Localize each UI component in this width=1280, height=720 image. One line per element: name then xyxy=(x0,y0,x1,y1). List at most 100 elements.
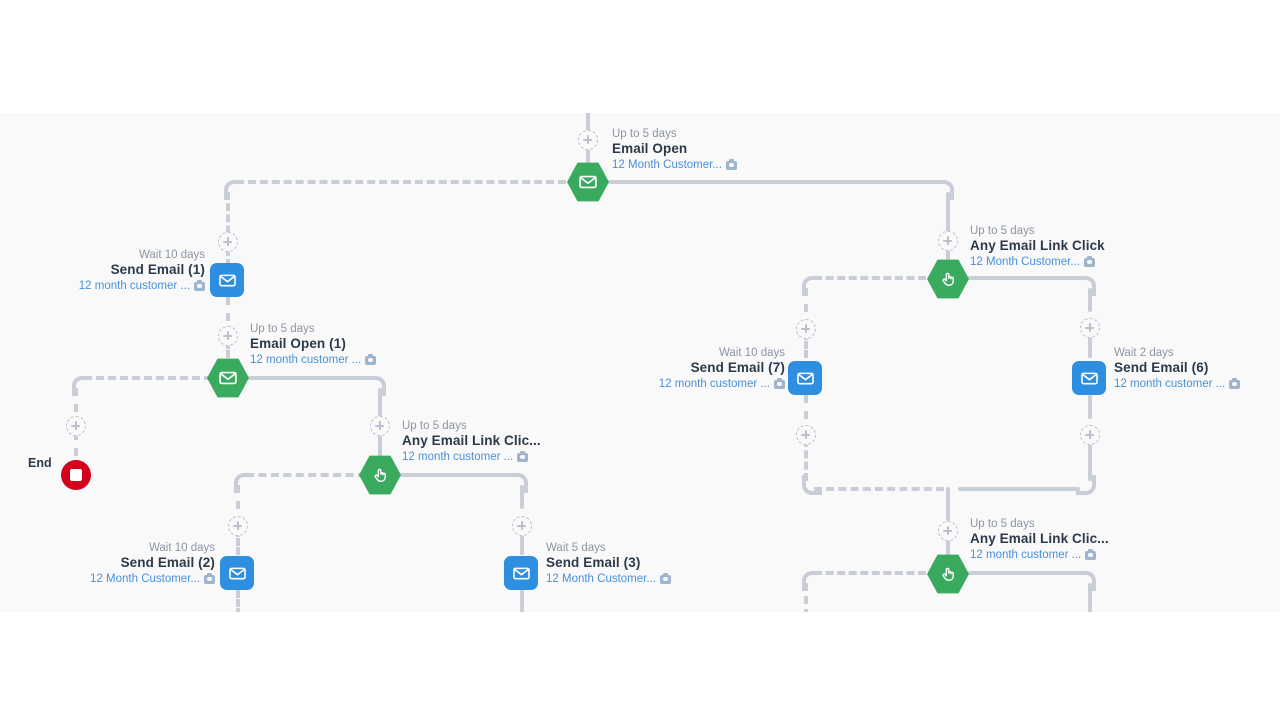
node-label-send-email-7: Wait 10 days Send Email (7) 12 month cus… xyxy=(460,346,785,392)
envelope-icon xyxy=(579,175,597,189)
camera-icon xyxy=(1083,255,1095,267)
connector-segment xyxy=(400,473,510,477)
node-label-email-open: Up to 5 days Email Open 12 Month Custome… xyxy=(612,127,737,173)
add-step-button[interactable] xyxy=(1080,318,1100,338)
connector-segment xyxy=(968,571,1078,575)
connector-corner xyxy=(224,180,244,200)
camera-icon xyxy=(1229,377,1241,389)
add-step-button[interactable] xyxy=(938,521,958,541)
wait-label: Wait 2 days xyxy=(1114,347,1174,359)
add-step-button[interactable] xyxy=(512,516,532,536)
connector-corner xyxy=(72,376,92,396)
add-step-button[interactable] xyxy=(218,232,238,252)
node-any-email-link-click-1[interactable] xyxy=(359,454,401,496)
wait-label: Wait 10 days xyxy=(148,542,215,554)
connector-dashed xyxy=(226,297,230,321)
add-step-button[interactable] xyxy=(938,231,958,251)
node-end[interactable] xyxy=(61,460,91,490)
node-subtitle: 12 month customer ... xyxy=(402,451,514,464)
node-title: Send Email (2) xyxy=(120,555,215,571)
add-step-button[interactable] xyxy=(218,326,238,346)
node-title: Any Email Link Clic... xyxy=(402,433,541,449)
node-title: Send Email (6) xyxy=(1114,360,1209,376)
node-any-email-link-click-bottom[interactable] xyxy=(927,553,969,595)
decision-node-shape xyxy=(927,259,969,299)
node-subtitle: 12 month customer ... xyxy=(1114,378,1226,391)
add-step-button[interactable] xyxy=(66,416,86,436)
add-step-button[interactable] xyxy=(578,130,598,150)
wait-label: Wait 5 days xyxy=(546,542,606,554)
node-title: Any Email Link Click xyxy=(970,238,1105,254)
connector-segment xyxy=(946,192,950,268)
connector-dashed xyxy=(814,276,926,280)
wait-label: Up to 5 days xyxy=(970,518,1035,530)
connector-dashed xyxy=(804,332,808,358)
node-title: Send Email (3) xyxy=(546,555,641,571)
click-hand-icon xyxy=(942,567,954,581)
node-label-any-email-link-click-1: Up to 5 days Any Email Link Clic... 12 m… xyxy=(402,419,541,465)
node-subtitle: 12 month customer ... xyxy=(970,549,1082,562)
envelope-icon xyxy=(512,567,530,579)
camera-icon xyxy=(517,450,529,462)
connector-corner xyxy=(802,475,822,495)
node-email-open-1[interactable] xyxy=(207,357,249,399)
wait-label: Wait 10 days xyxy=(138,249,205,261)
camera-icon xyxy=(365,353,377,365)
connector-dashed xyxy=(236,485,240,509)
envelope-icon xyxy=(1080,372,1098,384)
node-any-email-link-click-top[interactable] xyxy=(927,258,969,300)
connector-corner xyxy=(508,473,528,493)
decision-node-shape xyxy=(927,554,969,594)
end-label: End xyxy=(28,456,52,470)
connector-segment xyxy=(520,485,524,509)
node-send-email-1[interactable] xyxy=(210,263,244,297)
node-send-email-6[interactable] xyxy=(1072,361,1106,395)
node-send-email-7[interactable] xyxy=(788,361,822,395)
node-label-any-email-link-click-top: Up to 5 days Any Email Link Click 12 Mon… xyxy=(970,224,1105,270)
wait-label: Wait 10 days xyxy=(718,347,785,359)
envelope-icon xyxy=(219,371,237,385)
connector-corner xyxy=(802,571,822,591)
camera-icon xyxy=(204,572,215,584)
connector-dashed xyxy=(804,583,808,612)
node-subtitle: 12 month customer ... xyxy=(78,280,190,293)
connector-dashed xyxy=(226,341,230,367)
add-step-button[interactable] xyxy=(796,319,816,339)
wait-label: Up to 5 days xyxy=(612,128,677,140)
connector-dashed xyxy=(236,180,566,184)
wait-label: Up to 5 days xyxy=(970,225,1035,237)
add-step-button[interactable] xyxy=(228,516,248,536)
node-email-open[interactable] xyxy=(567,161,609,203)
decision-node-shape xyxy=(359,455,401,495)
node-label-email-open-1: Up to 5 days Email Open (1) 12 month cus… xyxy=(250,322,377,368)
connector-segment xyxy=(608,180,938,184)
add-step-button[interactable] xyxy=(370,416,390,436)
connector-dashed xyxy=(226,192,230,267)
connector-segment xyxy=(946,487,950,521)
connector-corner xyxy=(366,376,386,396)
connector-segment xyxy=(1088,395,1092,419)
node-send-email-2[interactable] xyxy=(220,556,254,590)
connector-segment xyxy=(1088,332,1092,358)
camera-icon xyxy=(194,279,205,291)
node-subtitle: 12 Month Customer... xyxy=(970,256,1080,269)
node-label-send-email-1: Wait 10 days Send Email (1) 12 month cus… xyxy=(0,248,205,294)
camera-icon xyxy=(1085,548,1097,560)
connector-corner xyxy=(802,276,822,296)
node-send-email-3[interactable] xyxy=(504,556,538,590)
add-step-button[interactable] xyxy=(1080,425,1100,445)
connector-dashed xyxy=(814,571,926,575)
node-title: Email Open (1) xyxy=(250,336,346,352)
connector-segment xyxy=(1088,583,1092,612)
connector-segment xyxy=(946,535,950,561)
journey-canvas[interactable]: Up to 5 days Email Open 12 Month Custome… xyxy=(0,113,1280,612)
connector-corner xyxy=(1076,475,1096,495)
decision-node-shape xyxy=(567,162,609,202)
connector-corner xyxy=(934,180,954,200)
connector-segment xyxy=(968,276,1078,280)
node-subtitle: 12 month customer ... xyxy=(658,378,770,391)
node-label-send-email-3: Wait 5 days Send Email (3) 12 Month Cust… xyxy=(546,541,671,587)
node-subtitle: 12 Month Customer... xyxy=(90,573,200,586)
add-step-button[interactable] xyxy=(796,425,816,445)
camera-icon xyxy=(725,158,737,170)
